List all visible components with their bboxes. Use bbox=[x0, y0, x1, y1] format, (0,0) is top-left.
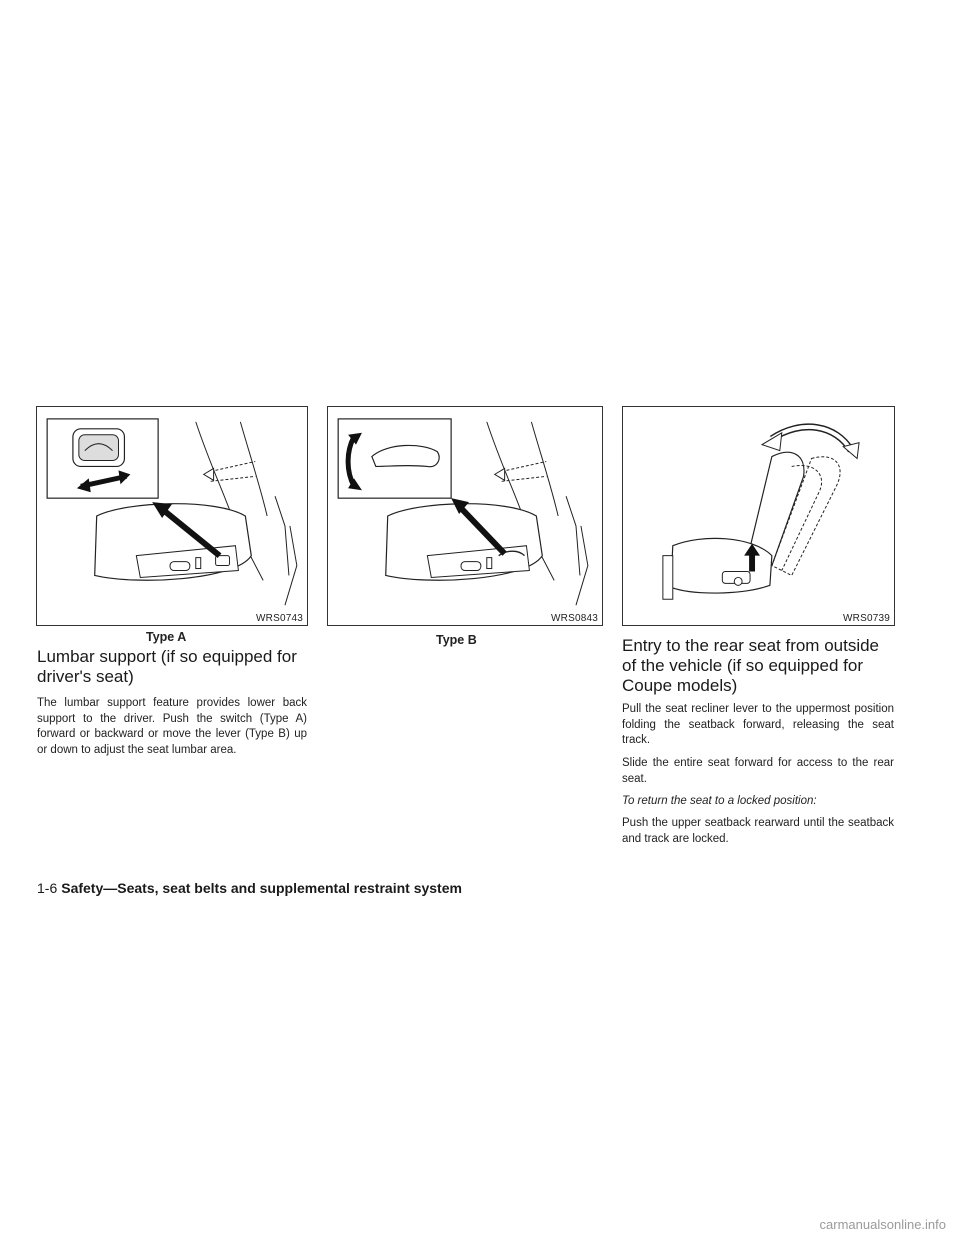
rear-entry-paragraph-4: Push the upper seatback rearward until t… bbox=[622, 817, 894, 845]
seat-lumbar-lever-illustration bbox=[337, 418, 589, 606]
figure-code: WRS0843 bbox=[551, 613, 598, 624]
seat-recliner-illustration bbox=[662, 423, 860, 600]
section-title: Safety—Seats, seat belts and supplementa… bbox=[61, 880, 462, 896]
figure-caption-type-b: Type B bbox=[436, 633, 477, 647]
figure-type-b: WRS0843 bbox=[327, 406, 603, 626]
figure-rear-seat-entry: WRS0739 bbox=[622, 406, 895, 626]
rear-entry-paragraph-1: Pull the seat recliner lever to the uppe… bbox=[622, 703, 894, 746]
figure-type-a: WRS0743 bbox=[36, 406, 308, 626]
watermark: carmanualsonline.info bbox=[819, 1217, 946, 1232]
figure-code: WRS0743 bbox=[256, 613, 303, 624]
figure-caption-type-a: Type A bbox=[146, 630, 187, 644]
rear-entry-heading: Entry to the rear seat from outside of t… bbox=[622, 636, 880, 695]
page-number: 1-6 bbox=[37, 880, 58, 896]
rear-entry-paragraph-2: Slide the entire seat forward for access… bbox=[622, 757, 894, 785]
lumbar-body: The lumbar support feature provides lowe… bbox=[37, 697, 307, 756]
rear-entry-paragraph-3: To return the seat to a locked position: bbox=[622, 795, 817, 807]
lumbar-heading: Lumbar support (if so equipped for drive… bbox=[37, 647, 297, 686]
seat-lumbar-switch-illustration bbox=[46, 418, 298, 606]
figure-code: WRS0739 bbox=[843, 613, 890, 624]
